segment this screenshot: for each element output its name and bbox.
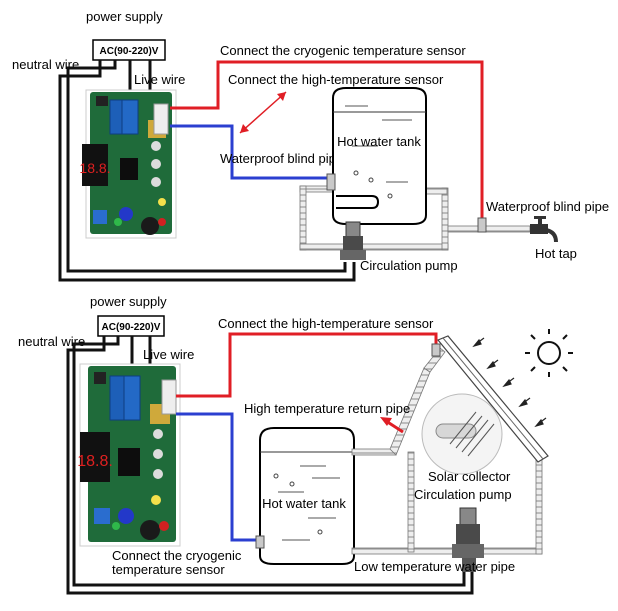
bottom-low-pipe-label: Low temperature water pipe	[354, 559, 515, 574]
bottom-display	[80, 432, 110, 482]
bottom-ac-box-label: AC(90-220)V	[102, 322, 161, 333]
sun-icon	[525, 329, 573, 377]
top-led-red	[158, 218, 166, 226]
bottom-hot-water-tank: Hot water tank	[259, 427, 355, 565]
bottom-relay-2	[123, 375, 141, 421]
top-pointer-arrow	[239, 91, 287, 134]
bottom-controller-board: 18.8.	[77, 363, 181, 547]
top-display	[82, 144, 108, 186]
bottom-red-wire	[176, 332, 438, 398]
bottom-black-wires	[66, 336, 474, 595]
bottom-sensor-terminal	[161, 379, 177, 415]
top-circulation-pump	[340, 221, 366, 260]
bottom-neutral-wire-label: neutral wire	[18, 334, 85, 349]
top-sensor-terminal	[153, 103, 169, 135]
bottom-cryo-sensor-label-2: temperature sensor	[112, 562, 225, 577]
top-led-yellow	[158, 198, 166, 206]
bottom-sensor-high	[431, 343, 441, 357]
top-relay-2	[121, 99, 139, 135]
bottom-return-pipe-label: High temperature return pipe	[244, 401, 410, 416]
sun-ray-arrows	[472, 337, 547, 428]
bottom-circulation-pump	[452, 507, 484, 572]
bottom-return-arrow	[380, 417, 404, 434]
top-neutral-wire-label: neutral wire	[12, 57, 79, 72]
top-sensor-right	[477, 217, 487, 233]
bottom-sensor-low	[255, 535, 265, 549]
top-red-wire	[170, 60, 484, 222]
top-hot-tap-icon	[530, 216, 558, 243]
bottom-pipes	[351, 347, 543, 555]
bottom-led-blue	[118, 508, 134, 524]
bottom-solar-collector-label: Solar collector	[428, 469, 511, 484]
top-cryo-sensor-label: Connect the cryogenic temperature sensor	[220, 43, 466, 58]
top-sensor-left	[326, 173, 336, 191]
top-live-wire-label: Live wire	[134, 72, 185, 87]
bottom-diagram: AC(90-220)V power supply neutral wire Li…	[18, 294, 573, 595]
bottom-led-yellow	[151, 495, 161, 505]
bottom-led-red	[159, 521, 169, 531]
top-blue-wire	[170, 124, 330, 180]
top-display-digits: 18.8.	[79, 160, 110, 176]
top-controller-board: 18.8.	[79, 89, 177, 239]
bottom-hot-water-tank-label: Hot water tank	[262, 496, 346, 511]
top-blind-pipe-left-label: Waterproof blind pipe	[220, 151, 343, 166]
bottom-cryo-sensor-label-1: Connect the cryogenic	[112, 548, 242, 563]
top-power-supply-label: power supply	[86, 9, 163, 24]
top-hot-water-tank-label: Hot water tank	[337, 134, 421, 149]
top-black-wires	[58, 60, 356, 282]
top-circulation-pump-label: Circulation pump	[360, 258, 458, 273]
top-blind-pipe-right-label: Waterproof blind pipe	[486, 199, 609, 214]
top-buzzer	[141, 217, 159, 235]
bottom-high-sensor-label: Connect the high-temperature sensor	[218, 316, 434, 331]
bottom-power-supply-label: power supply	[90, 294, 167, 309]
top-diagram: AC(90-220)V power supply neutral wire Li…	[12, 9, 609, 282]
bottom-led-green	[112, 522, 120, 530]
top-led-blue	[119, 207, 133, 221]
top-led-green	[114, 218, 122, 226]
top-hot-tap-label: Hot tap	[535, 246, 577, 261]
top-ac-box-label: AC(90-220)V	[100, 46, 159, 57]
top-high-sensor-label: Connect the high-temperature sensor	[228, 72, 444, 87]
bottom-circulation-pump-label: Circulation pump	[414, 487, 512, 502]
bottom-buzzer	[140, 520, 160, 540]
bottom-solar-panel	[437, 335, 549, 463]
bottom-blue-wire	[176, 412, 260, 542]
bottom-solar-heater-image	[421, 393, 503, 475]
top-hot-water-tank: Hot water tank	[332, 87, 427, 225]
bottom-display-digits: 18.8.	[77, 453, 113, 470]
bottom-live-wire-label: Live wire	[143, 347, 194, 362]
